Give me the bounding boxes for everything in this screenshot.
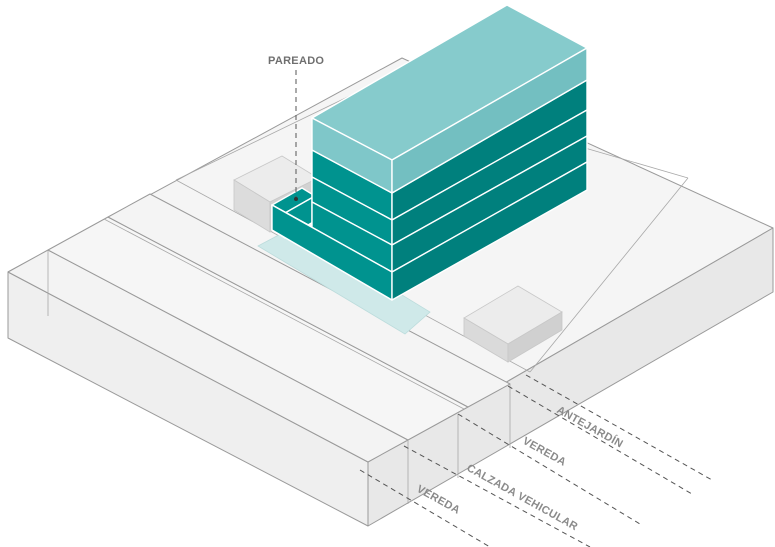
lot-line-right [529, 177, 689, 373]
leader-front [359, 469, 491, 547]
tower-side-floors [391, 79, 588, 301]
curb-line [103, 218, 465, 410]
tower-top-volume [311, 4, 588, 194]
pareado-leader-dot [294, 197, 298, 201]
lot-line-back [584, 147, 689, 179]
ground-right-face [367, 227, 774, 527]
label-vereda-lower: VEREDA [415, 483, 462, 517]
label-antejardin: ANTEJARDÍN [555, 403, 626, 450]
label-pareado: PAREADO [268, 55, 324, 67]
street-leaders [359, 374, 713, 547]
neighbor-block-right [463, 285, 563, 363]
label-calzada: CALZADA VEHICULAR [465, 462, 580, 533]
building [271, 4, 588, 301]
label-vereda-upper: VEREDA [521, 435, 568, 469]
